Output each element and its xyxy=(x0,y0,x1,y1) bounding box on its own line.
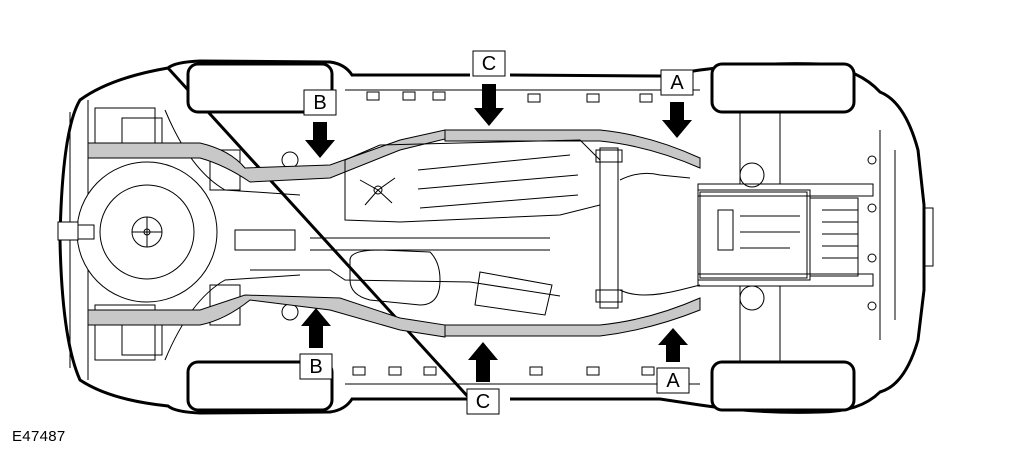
callout-b-bottom: B xyxy=(299,308,333,380)
callout-label: C xyxy=(482,53,496,75)
front-right-tyre xyxy=(710,360,856,412)
callout-label: B xyxy=(313,92,326,114)
callout-label: A xyxy=(666,370,680,392)
front-left-tyre xyxy=(710,62,856,114)
arrow-down-icon xyxy=(474,84,504,126)
arrow-down-icon xyxy=(662,102,692,138)
callout-a-bottom: A xyxy=(656,328,690,394)
arrow-up-icon xyxy=(468,342,498,382)
callout-label: B xyxy=(309,356,322,378)
callout-label: A xyxy=(670,72,684,94)
tyres xyxy=(186,62,856,412)
callout-b-top: B xyxy=(303,89,337,158)
callout-a-top: A xyxy=(660,69,694,138)
rear-right-tyre xyxy=(186,360,334,412)
arrow-down-icon xyxy=(305,122,335,158)
figure-id: E47487 xyxy=(12,428,66,445)
rear-left-tyre xyxy=(186,62,334,114)
callout-c-top: C xyxy=(472,50,506,126)
arrow-up-icon xyxy=(658,328,688,362)
sills xyxy=(345,89,700,385)
central-tunnel xyxy=(250,147,701,316)
front-subframe xyxy=(697,112,896,362)
callout-c-bottom: C xyxy=(466,342,500,415)
spare-wheel xyxy=(57,161,218,303)
arrow-up-icon xyxy=(301,308,331,348)
exhaust-system xyxy=(87,129,701,338)
callout-label: C xyxy=(476,391,490,413)
